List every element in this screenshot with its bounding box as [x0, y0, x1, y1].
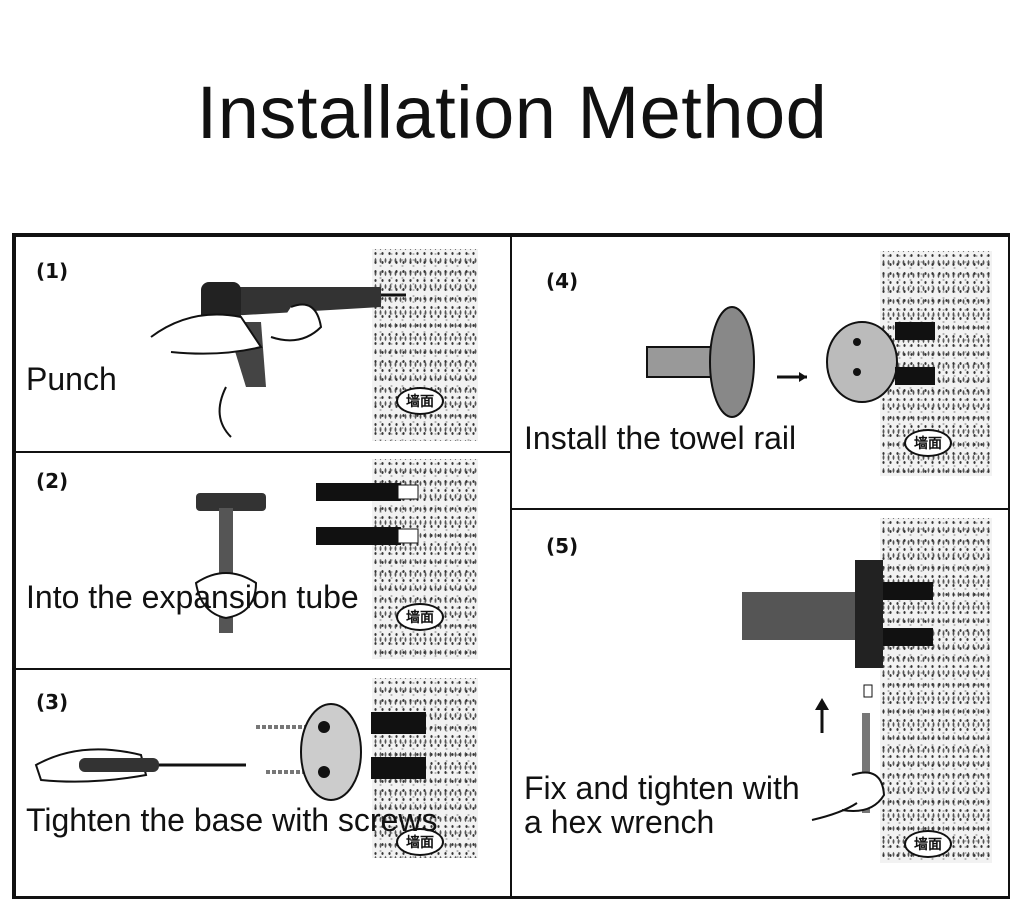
- step-1-panel: (1) Punch 墙面: [14, 235, 512, 453]
- wall-texture: [880, 518, 992, 863]
- wall-label: 墙面: [396, 603, 444, 631]
- wall-label: 墙面: [904, 429, 952, 457]
- drill-icon: [150, 282, 406, 438]
- hex-wrench-icon: [811, 684, 886, 821]
- step-caption: Install the towel rail: [524, 420, 797, 456]
- wall-label: 墙面: [396, 387, 444, 415]
- wall-label: 墙面: [904, 830, 952, 858]
- step-3-panel: (3) Tighten the base with screws 墙面: [14, 668, 512, 898]
- step-4-panel: (4) Install the towel rail 墙面: [510, 235, 1010, 510]
- step-2-panel: (2) Into the expansion tube 墙面: [14, 451, 512, 670]
- step-number: (3): [36, 690, 69, 714]
- expansion-tubes-icon: [316, 483, 419, 545]
- step-caption: Fix and tighten with: [524, 770, 800, 806]
- up-arrow-icon: [815, 698, 829, 733]
- page-title: Installation Method: [196, 71, 828, 154]
- step-number: (2): [36, 469, 69, 493]
- step-caption: Punch: [26, 361, 117, 397]
- base-plate-icon: [256, 703, 426, 801]
- screwdriver-icon: [34, 748, 246, 783]
- step-number: (4): [546, 269, 579, 293]
- step-number: (5): [546, 534, 579, 558]
- towel-rail-icon: [646, 306, 935, 418]
- wall-texture: [880, 251, 992, 476]
- step-caption: Into the expansion tube: [26, 579, 359, 615]
- step-5-panel: (5) Fix and tighten with a hex wrench 墙面: [510, 508, 1010, 898]
- mounted-rail-icon: [742, 560, 933, 668]
- wall-label: 墙面: [396, 828, 444, 856]
- hammer-icon: [194, 493, 266, 633]
- step-caption-line-2: a hex wrench: [524, 804, 715, 840]
- step-caption: Tighten the base with screws: [26, 802, 438, 838]
- step-number: (1): [36, 259, 69, 283]
